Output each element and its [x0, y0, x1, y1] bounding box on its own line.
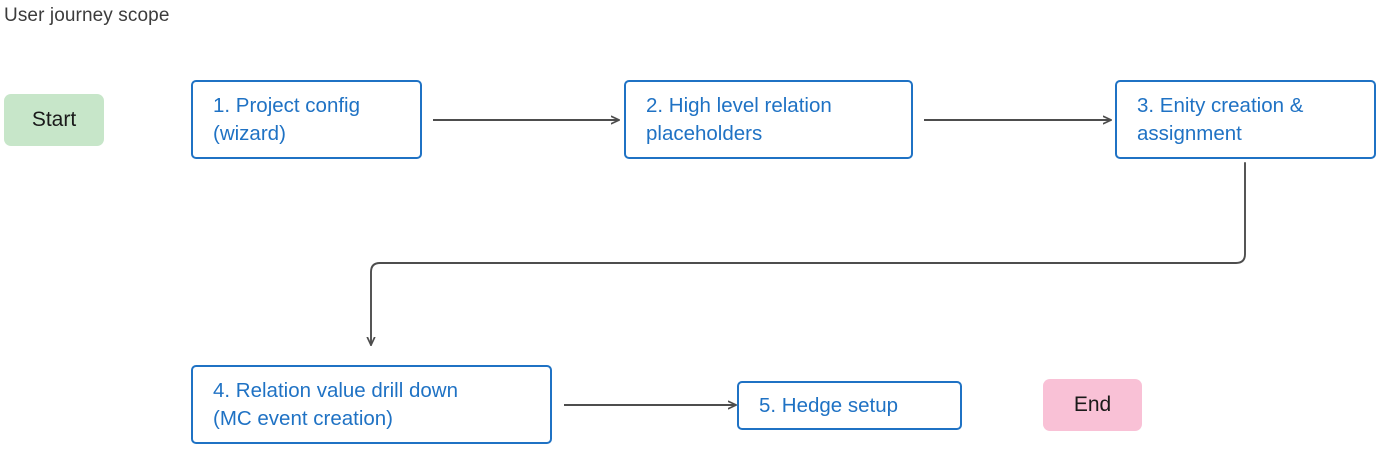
node-step4[interactable]: 4. Relation value drill down (MC event c…: [191, 365, 552, 444]
terminator-start-label: Start: [31, 108, 77, 131]
node-step5[interactable]: 5. Hedge setup: [737, 381, 962, 430]
node-step4-label: 4. Relation value drill down (MC event c…: [213, 378, 458, 430]
terminator-end-label: End: [1073, 393, 1112, 416]
terminator-end: End: [1043, 379, 1142, 431]
node-step3[interactable]: 3. Enity creation & assignment: [1115, 80, 1376, 159]
node-step5-label: 5. Hedge setup: [759, 393, 899, 417]
node-step1[interactable]: 1. Project config (wizard): [191, 80, 422, 159]
node-step1-label: 1. Project config (wizard): [213, 93, 360, 145]
node-step2-label: 2. High level relation placeholders: [646, 93, 832, 145]
connector-step3-step4: [371, 162, 1246, 346]
terminator-start: Start: [4, 94, 104, 146]
node-step2[interactable]: 2. High level relation placeholders: [624, 80, 913, 159]
page-title: User journey scope: [4, 5, 170, 26]
node-step3-label: 3. Enity creation & assignment: [1137, 93, 1304, 145]
